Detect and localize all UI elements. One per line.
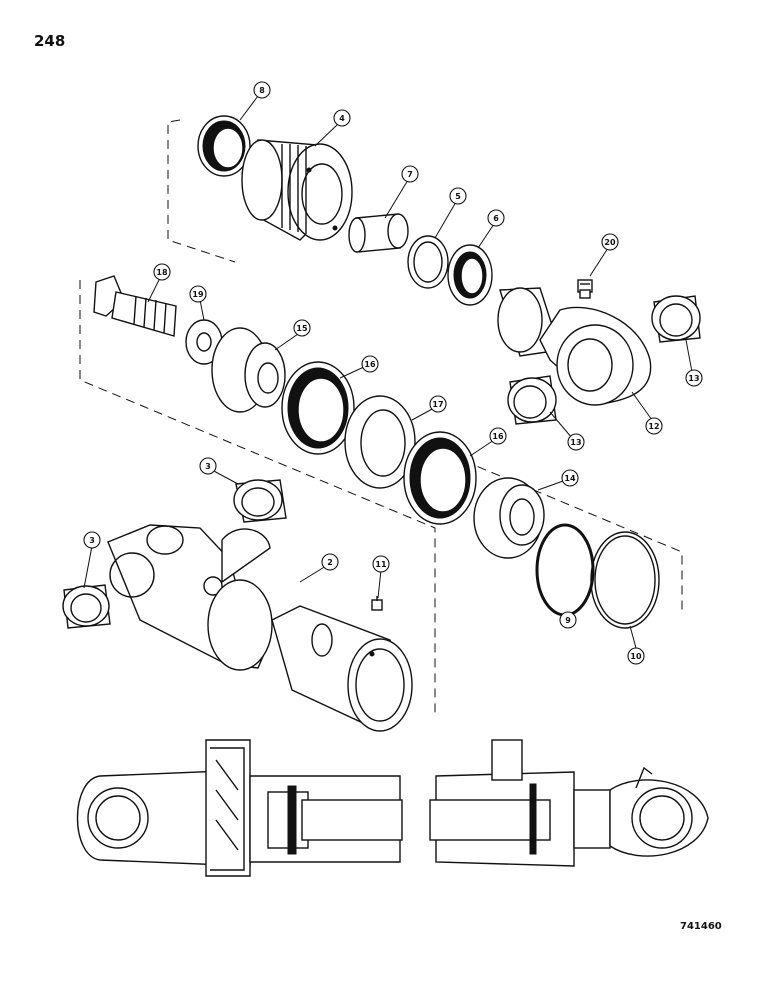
part-5-ring xyxy=(407,235,449,289)
callout-7: 7 xyxy=(401,165,419,183)
part-6-seal xyxy=(447,244,493,306)
part-11-set-screw xyxy=(371,596,383,611)
part-20-grease-fitting xyxy=(577,279,593,299)
part-13-bushing-upper xyxy=(651,295,701,343)
svg-text:16: 16 xyxy=(364,360,376,369)
callout-17: 17 xyxy=(429,395,447,413)
callout-16-upper: 16 xyxy=(361,355,379,373)
callout-8: 8 xyxy=(253,81,271,99)
svg-text:3: 3 xyxy=(89,536,95,545)
svg-text:7: 7 xyxy=(407,170,413,179)
svg-text:4: 4 xyxy=(339,114,345,123)
part-12-rod-eye xyxy=(497,287,652,406)
svg-text:11: 11 xyxy=(375,560,387,569)
svg-text:20: 20 xyxy=(604,238,616,247)
callout-9: 9 xyxy=(559,611,577,629)
callout-14: 14 xyxy=(561,469,579,487)
svg-text:10: 10 xyxy=(630,652,642,661)
part-13-bushing-lower xyxy=(507,375,557,425)
svg-text:13: 13 xyxy=(688,374,699,383)
svg-text:14: 14 xyxy=(564,474,576,483)
part-4-cylinder-head xyxy=(241,139,353,241)
callout-13-lower: 13 xyxy=(567,433,585,451)
page-number: 248 xyxy=(34,32,66,50)
drawing-code: 741460 xyxy=(680,921,722,932)
svg-text:2: 2 xyxy=(327,558,333,567)
callout-10: 10 xyxy=(627,647,645,665)
callout-16-lower: 16 xyxy=(489,427,507,445)
part-18-bolt xyxy=(93,275,177,337)
svg-text:16: 16 xyxy=(492,432,504,441)
callout-15: 15 xyxy=(293,319,311,337)
svg-text:12: 12 xyxy=(648,422,659,431)
callout-4: 4 xyxy=(333,109,351,127)
callout-2: 2 xyxy=(321,553,339,571)
part-10-backup-ring xyxy=(590,531,660,629)
part-7-bushing xyxy=(348,213,409,253)
svg-text:19: 19 xyxy=(192,290,204,299)
callout-leaders xyxy=(83,95,693,649)
callout-3-upper: 3 xyxy=(199,457,217,475)
callout-11: 11 xyxy=(372,555,390,573)
svg-text:18: 18 xyxy=(156,268,168,277)
callout-18: 18 xyxy=(153,263,171,281)
svg-text:15: 15 xyxy=(296,324,308,333)
svg-text:6: 6 xyxy=(493,214,499,223)
part-8-wiper-seal xyxy=(197,115,251,177)
svg-text:3: 3 xyxy=(205,462,211,471)
svg-text:5: 5 xyxy=(455,192,461,201)
part-3-bushing-lower xyxy=(62,584,111,629)
part-15-piston xyxy=(211,327,286,413)
callout-6: 6 xyxy=(487,209,505,227)
part-3-bushing-upper xyxy=(233,479,287,523)
callout-3-lower: 3 xyxy=(83,531,101,549)
svg-text:13: 13 xyxy=(570,438,581,447)
callout-5: 5 xyxy=(449,187,467,205)
callout-20: 20 xyxy=(601,233,619,251)
callout-19: 19 xyxy=(189,285,207,303)
svg-text:8: 8 xyxy=(259,86,265,95)
part-14-retainer xyxy=(473,477,545,559)
svg-text:9: 9 xyxy=(565,616,571,625)
part-2-cylinder-barrel xyxy=(107,524,413,732)
assembly-section-view xyxy=(76,739,709,877)
callout-12: 12 xyxy=(645,417,663,435)
callout-13-upper: 13 xyxy=(685,369,703,387)
part-16-seal-ring-lower xyxy=(403,431,477,525)
part-16-seal-ring-upper xyxy=(281,361,355,455)
svg-text:17: 17 xyxy=(432,400,443,409)
part-17-wear-ring xyxy=(344,395,416,489)
part-9-o-ring xyxy=(535,523,595,617)
